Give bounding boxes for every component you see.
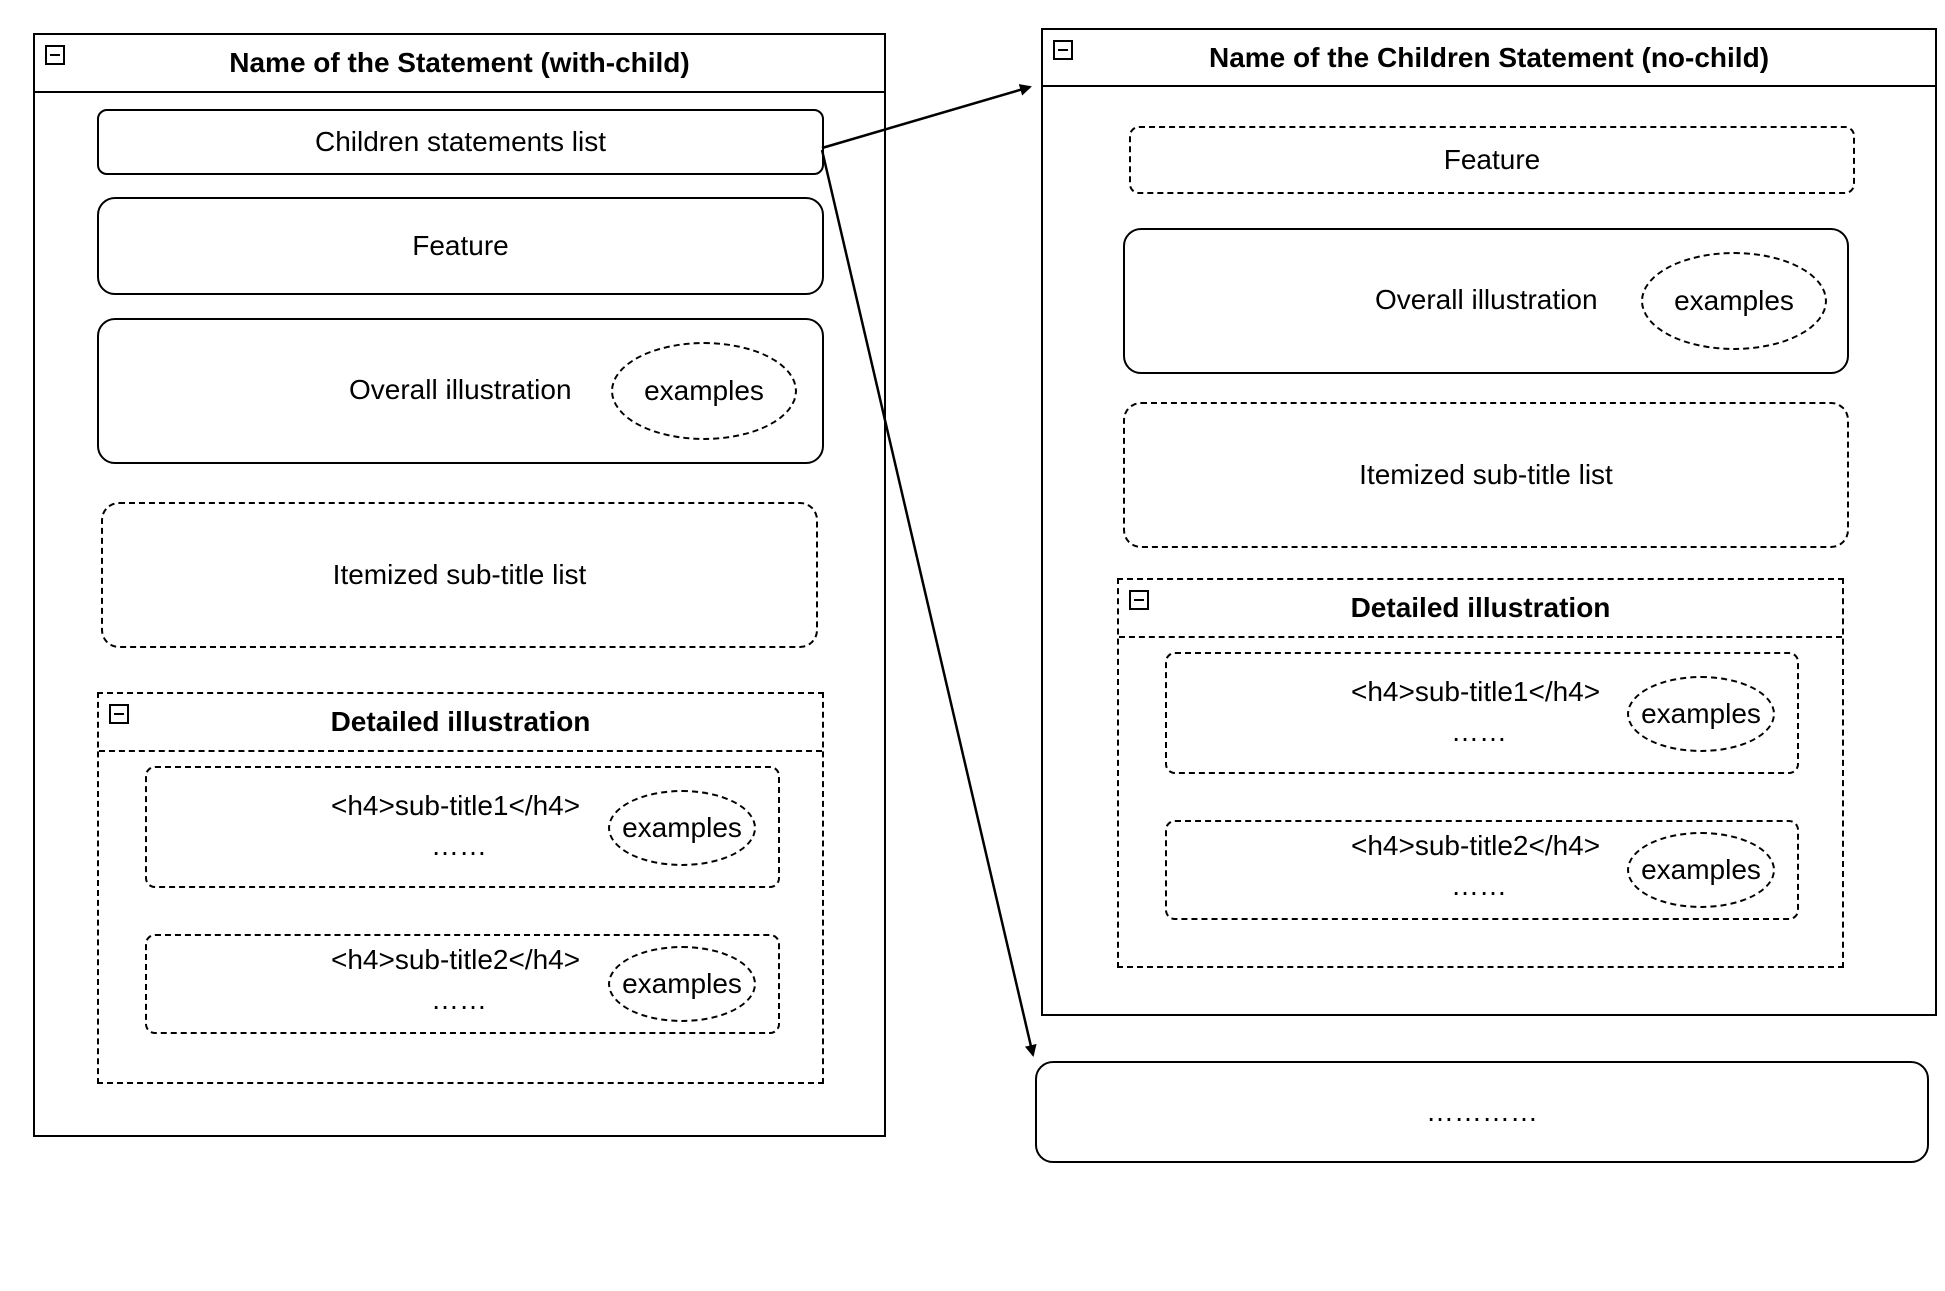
right-itemized-subtitle-box: Itemized sub-title list <box>1123 402 1849 548</box>
left-detailed-header: Detailed illustration <box>99 694 822 752</box>
left-subtitle2-dots: …… <box>431 984 487 1015</box>
left-subtitle1-dots: …… <box>431 830 487 861</box>
right-feature-box: Feature <box>1129 126 1855 194</box>
left-overall-examples-label: examples <box>644 375 764 406</box>
right-subtitle1-box: <h4>sub-title1</h4> …… examples <box>1165 652 1799 774</box>
children-statements-list-box: Children statements list <box>97 109 824 175</box>
collapse-icon[interactable] <box>1053 40 1073 60</box>
right-detailed-title: Detailed illustration <box>1350 592 1611 623</box>
left-subtitle1-examples-ellipse: examples <box>608 790 756 866</box>
right-subtitle2-dots: …… <box>1451 870 1507 901</box>
right-detailed-header: Detailed illustration <box>1119 580 1842 638</box>
right-overall-illustration-box: Overall illustration examples <box>1123 228 1849 374</box>
right-subtitle1-dots: …… <box>1451 716 1507 747</box>
left-overall-illustration-label: Overall illustration <box>349 374 572 405</box>
collapse-icon[interactable] <box>1129 590 1149 610</box>
left-itemized-subtitle-label: Itemized sub-title list <box>332 559 587 590</box>
right-overall-examples-ellipse: examples <box>1641 252 1827 350</box>
left-subtitle1-heading: <h4>sub-title1</h4> <box>331 790 581 821</box>
left-itemized-subtitle-box: Itemized sub-title list <box>101 502 818 648</box>
right-overall-examples-label: examples <box>1674 285 1794 316</box>
left-panel-header: Name of the Statement (with-child) <box>35 35 884 93</box>
right-itemized-subtitle-label: Itemized sub-title list <box>1359 459 1613 490</box>
left-subtitle2-examples-ellipse: examples <box>608 946 756 1022</box>
left-overall-examples-ellipse: examples <box>611 342 797 440</box>
right-subtitle2-box: <h4>sub-title2</h4> …… examples <box>1165 820 1799 920</box>
right-statement-panel: Name of the Children Statement (no-child… <box>1041 28 1937 1016</box>
right-panel-title: Name of the Children Statement (no-child… <box>1208 41 1770 73</box>
right-subtitle1-heading: <h4>sub-title1</h4> <box>1351 676 1601 707</box>
left-subtitle1-box: <h4>sub-title1</h4> …… examples <box>145 766 780 888</box>
right-subtitle1-examples-ellipse: examples <box>1627 676 1775 752</box>
right-subtitle2-examples-ellipse: examples <box>1627 832 1775 908</box>
left-feature-label: Feature <box>412 230 509 261</box>
right-subtitle2-examples-label: examples <box>1641 854 1761 885</box>
left-subtitle2-heading: <h4>sub-title2</h4> <box>331 944 581 975</box>
left-statement-panel: Name of the Statement (with-child) Child… <box>33 33 886 1137</box>
left-subtitle1-examples-label: examples <box>622 812 742 843</box>
collapse-icon[interactable] <box>109 704 129 724</box>
collapse-icon[interactable] <box>45 45 65 65</box>
left-feature-box: Feature <box>97 197 824 295</box>
more-statements-label: ………… <box>1426 1096 1538 1127</box>
left-subtitle2-box: <h4>sub-title2</h4> …… examples <box>145 934 780 1034</box>
right-detailed-illustration-group: Detailed illustration <h4>sub-title1</h4… <box>1117 578 1844 968</box>
right-panel-header: Name of the Children Statement (no-child… <box>1043 30 1935 87</box>
right-feature-label: Feature <box>1443 144 1541 175</box>
right-overall-illustration-label: Overall illustration <box>1375 284 1598 315</box>
right-subtitle2-heading: <h4>sub-title2</h4> <box>1351 830 1601 861</box>
right-subtitle1-examples-label: examples <box>1641 698 1761 729</box>
left-overall-illustration-box: Overall illustration examples <box>97 318 824 464</box>
children-statements-list-label: Children statements list <box>314 126 606 157</box>
more-statements-box: ………… <box>1035 1061 1929 1163</box>
left-detailed-title: Detailed illustration <box>330 706 591 737</box>
left-detailed-illustration-group: Detailed illustration <h4>sub-title1</h4… <box>97 692 824 1084</box>
left-subtitle2-examples-label: examples <box>622 968 742 999</box>
left-panel-title: Name of the Statement (with-child) <box>229 47 690 78</box>
